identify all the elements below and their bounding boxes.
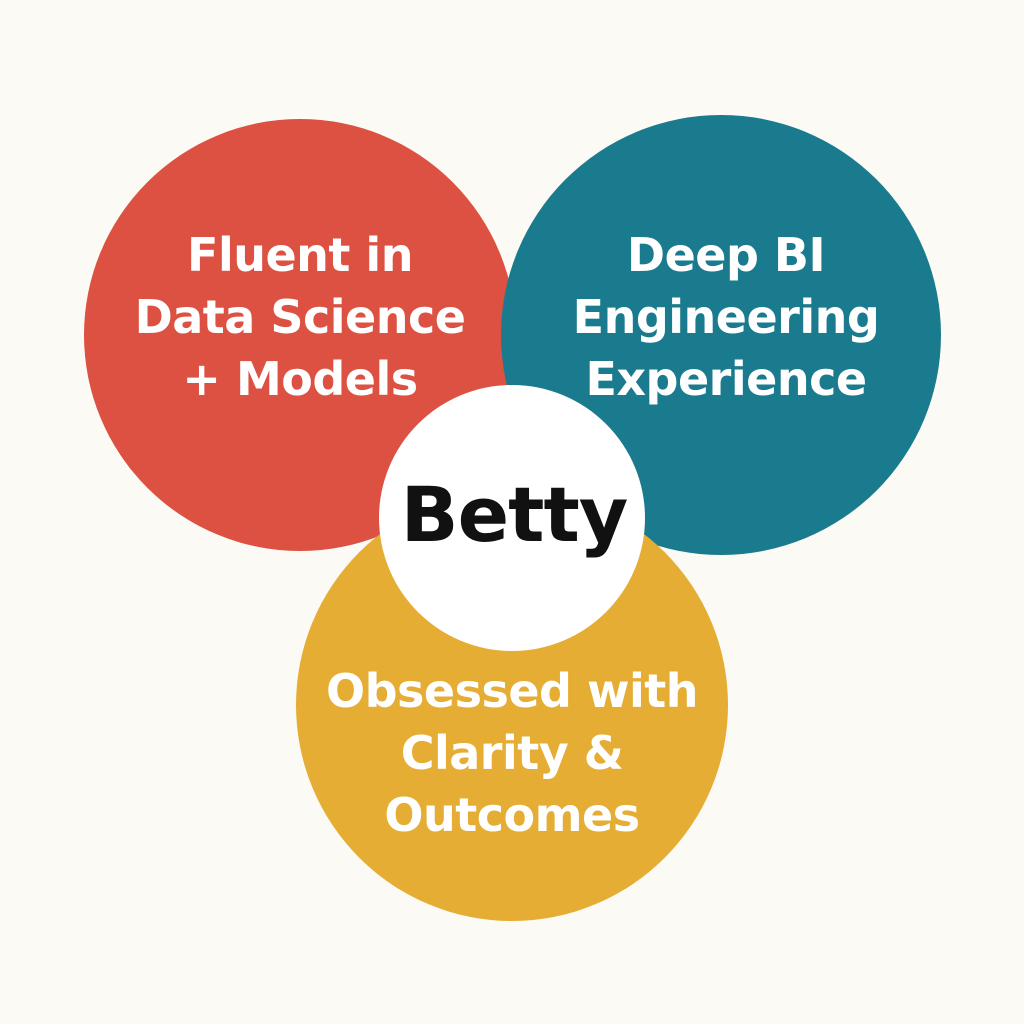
label-bi-engineering-line-1: Deep BI [626,228,826,282]
label-clarity-line-2: Clarity & [400,726,624,780]
label-bi-engineering-line-3: Experience [585,352,867,406]
center-circle [379,385,645,651]
label-clarity-line-3: Outcomes [384,788,640,842]
circle-clarity [296,489,728,921]
label-data-science-line-3: + Models [182,352,418,406]
label-clarity-line-1: Obsessed with [325,664,699,718]
label-bi-engineering-line-2: Engineering [572,290,880,344]
label-data-science: Fluent in Data Science + Models [120,224,480,410]
label-clarity: Obsessed with Clarity & Outcomes [312,660,712,846]
label-data-science-line-1: Fluent in [187,228,413,282]
label-bi-engineering: Deep BI Engineering Experience [546,224,906,410]
label-data-science-line-2: Data Science [134,290,466,344]
center-label: Betty [400,470,629,559]
